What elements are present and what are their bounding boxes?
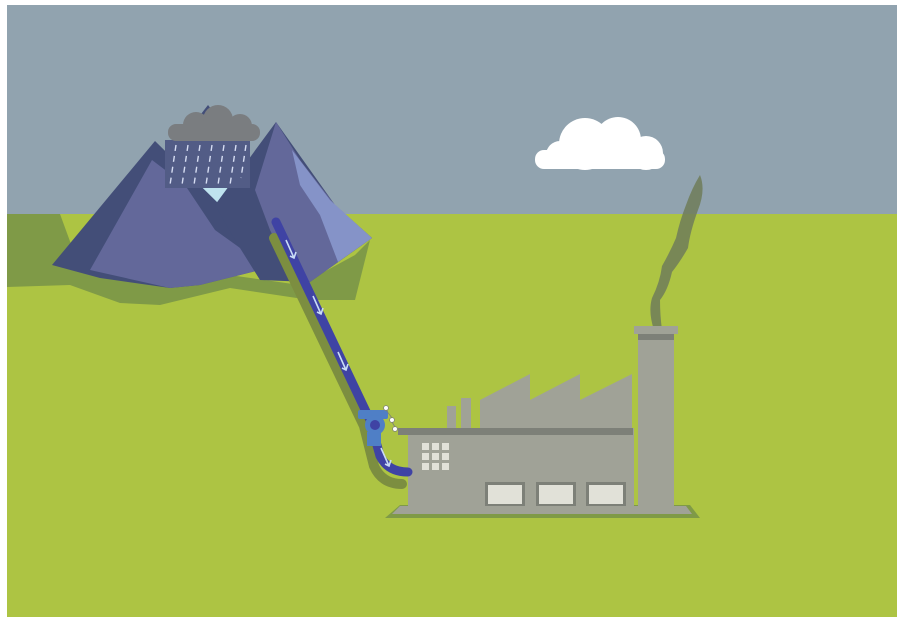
chimney-icon (638, 333, 674, 508)
factory-windows (485, 482, 626, 507)
